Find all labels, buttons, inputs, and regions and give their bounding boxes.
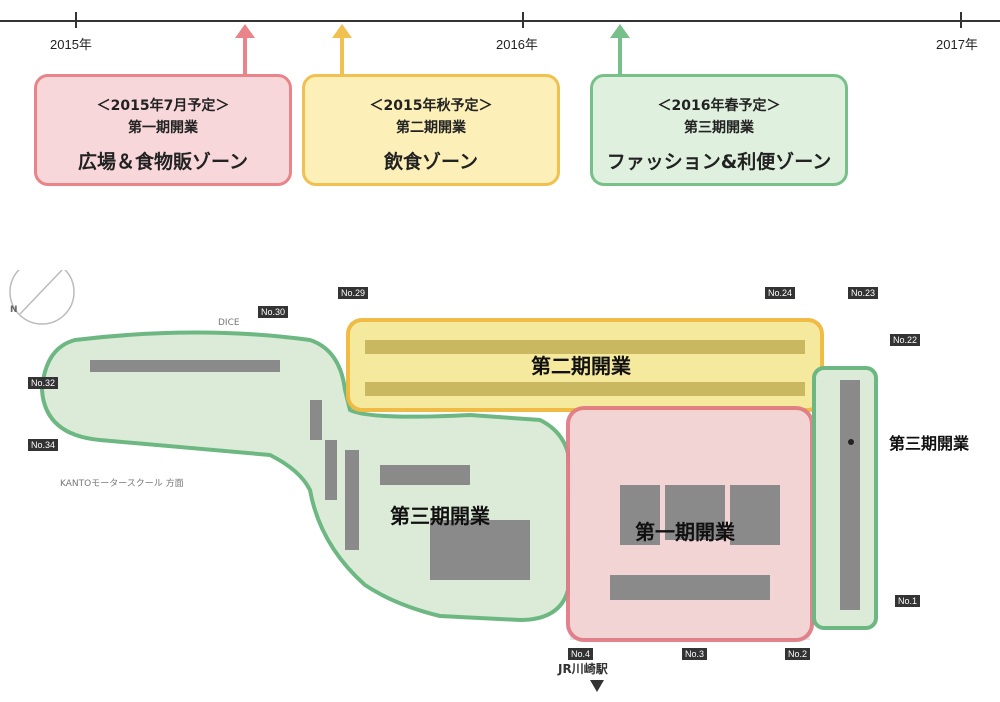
phase1-zone: 広場＆食物販ゾーン bbox=[77, 151, 249, 173]
phase3-title: 第三期開業 bbox=[684, 120, 754, 136]
kanto-direction-label: KANTOモータースクール 方面 bbox=[60, 479, 184, 489]
phase2-title: 第二期開業 bbox=[396, 120, 466, 136]
zone-label-phase2: 第二期開業 bbox=[531, 354, 631, 378]
exit-no23: No.23 bbox=[848, 287, 879, 299]
station-label: JR川崎駅 bbox=[558, 662, 608, 676]
arrow-phase2-icon bbox=[332, 24, 352, 75]
phase3-date: ＜2016年春予定＞ bbox=[657, 98, 781, 114]
tick-2017 bbox=[960, 12, 962, 28]
tick-2016 bbox=[522, 12, 524, 28]
phase2-zone: 飲食ゾーン bbox=[383, 151, 479, 173]
phase1-date: ＜2015年7月予定＞ bbox=[96, 98, 230, 114]
phase2-card: ＜2015年秋予定＞ 第二期開業 飲食ゾーン bbox=[302, 74, 560, 186]
exit-no29: No.29 bbox=[338, 287, 369, 299]
station-arrow-icon bbox=[590, 680, 604, 692]
year-label-2017: 2017年 bbox=[936, 37, 978, 52]
timeline-axis bbox=[0, 20, 1000, 22]
phase1-card: ＜2015年7月予定＞ 第一期開業 広場＆食物販ゾーン bbox=[34, 74, 292, 186]
exit-no24: No.24 bbox=[765, 287, 796, 299]
phase3-zone: ファッション&利便ゾーン bbox=[606, 151, 832, 173]
exit-no22: No.22 bbox=[890, 334, 921, 346]
zone-pointer-dot bbox=[848, 439, 854, 445]
floor-map bbox=[0, 270, 1000, 702]
year-label-2016: 2016年 bbox=[496, 37, 538, 52]
year-label-2015: 2015年 bbox=[50, 37, 92, 52]
exit-no32: No.32 bbox=[28, 377, 59, 389]
tick-2015 bbox=[75, 12, 77, 28]
zone-label-phase1: 第一期開業 bbox=[635, 520, 735, 544]
dice-label: DICE bbox=[218, 318, 240, 328]
exit-no2: No.2 bbox=[785, 648, 811, 660]
exit-no34: No.34 bbox=[28, 439, 59, 451]
timeline-arrows bbox=[235, 24, 630, 75]
exit-no1: No.1 bbox=[895, 595, 921, 607]
zone-label-phase3-left: 第三期開業 bbox=[390, 504, 490, 528]
zone-label-phase3-right: 第三期開業 bbox=[889, 434, 970, 453]
phase3-card: ＜2016年春予定＞ 第三期開業 ファッション&利便ゾーン bbox=[590, 74, 848, 186]
exit-no30: No.30 bbox=[258, 306, 289, 318]
phase2-date: ＜2015年秋予定＞ bbox=[369, 98, 493, 114]
exit-no4: No.4 bbox=[568, 648, 594, 660]
phase1-title: 第一期開業 bbox=[128, 120, 198, 136]
compass-north-label: N bbox=[10, 305, 18, 315]
arrow-phase3-icon bbox=[610, 24, 630, 75]
exit-no3: No.3 bbox=[682, 648, 708, 660]
compass-icon bbox=[9, 270, 75, 325]
arrow-phase1-icon bbox=[235, 24, 255, 75]
